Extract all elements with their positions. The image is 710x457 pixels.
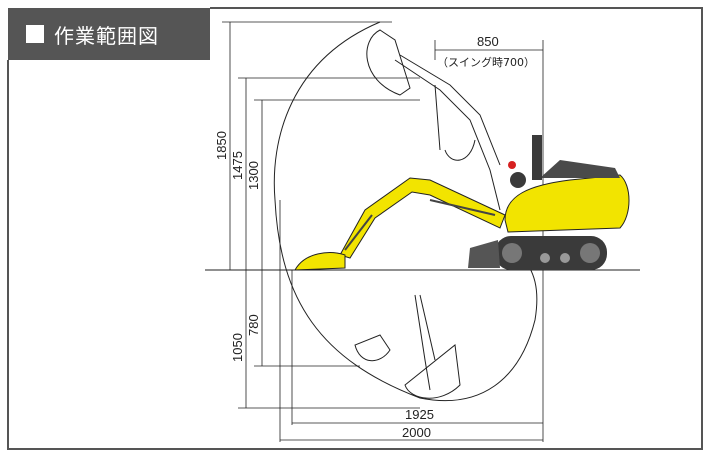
page-title: 作業範囲図 xyxy=(54,23,159,48)
dim-1850: 1850 xyxy=(214,131,229,160)
dig-arm-outline xyxy=(354,294,461,399)
dozer-blade xyxy=(468,240,500,268)
dim-1925: 1925 xyxy=(405,407,434,422)
crawler-track xyxy=(495,236,607,270)
frame-border xyxy=(7,7,703,450)
raised-arm-outline xyxy=(366,29,501,211)
title-square-icon xyxy=(26,25,44,43)
dim-1300: 1300 xyxy=(246,161,261,190)
working-range-envelope xyxy=(273,21,538,402)
excavator-bucket xyxy=(294,252,346,271)
dim-swing-note: （スイング時700） xyxy=(437,55,535,69)
excavator-boom xyxy=(339,177,506,259)
dim-2000: 2000 xyxy=(402,425,431,440)
dim-1050: 1050 xyxy=(230,333,245,362)
dim-850: 850 xyxy=(477,34,499,49)
excavator-body xyxy=(504,135,630,233)
dim-1475: 1475 xyxy=(230,151,245,180)
title-tab: 作業範囲図 xyxy=(8,8,210,60)
dim-780: 780 xyxy=(246,314,261,336)
